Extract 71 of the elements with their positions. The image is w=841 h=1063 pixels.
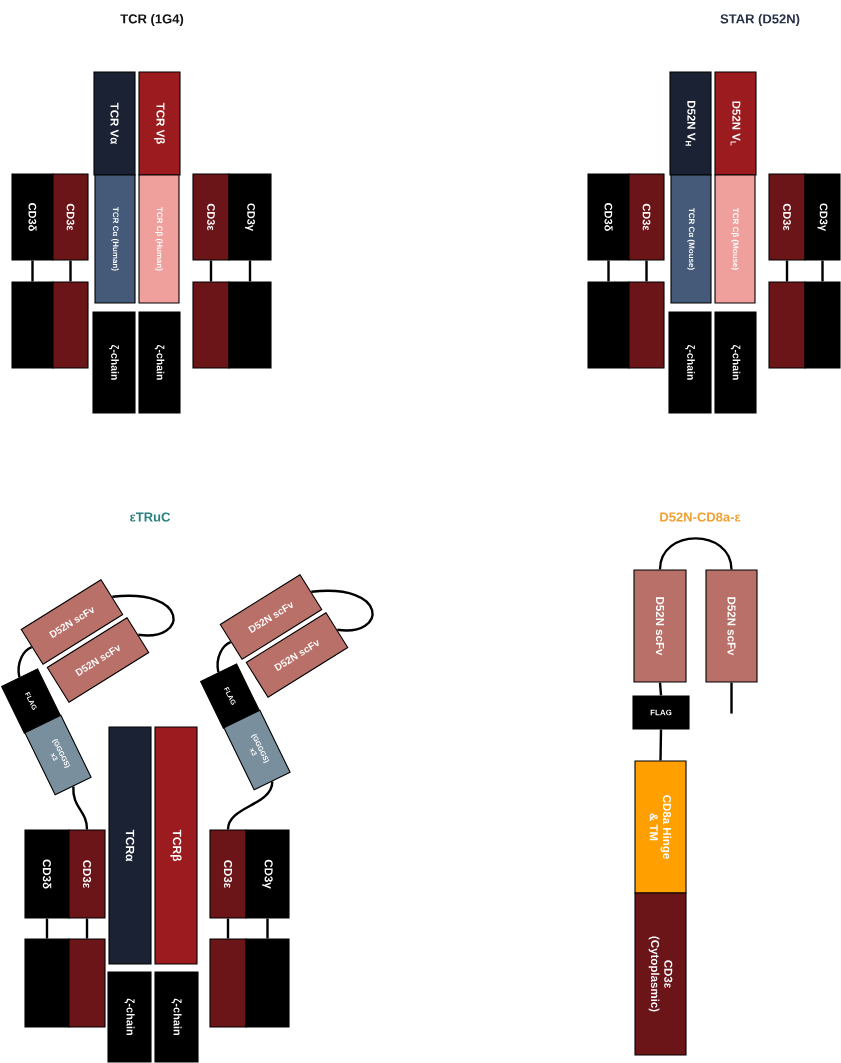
domain-box: D52N scFv (633, 569, 687, 683)
linker-line (226, 918, 230, 939)
linker-line (607, 260, 610, 282)
linker-line (248, 260, 252, 282)
domain-box: TCR Cβ (Human) (138, 174, 180, 304)
domain-box: CD3ε (628, 173, 665, 261)
linker-line (659, 729, 663, 761)
domain-box (192, 281, 230, 369)
linker-line (311, 589, 374, 632)
domain-box: CD3ε (68, 829, 106, 919)
linker-line (31, 260, 34, 282)
linker-line (645, 260, 648, 282)
domain-box: D52N scFv (705, 569, 758, 683)
domain-box: ζ-chain (714, 311, 757, 414)
linker-line (216, 641, 232, 673)
domain-box: CD3ε (Cytoplasmic) (634, 892, 687, 1056)
domain-box: CD3ε (209, 829, 247, 919)
linker-line (658, 537, 733, 570)
domain-box (804, 281, 841, 369)
domain-box: CD3γ (804, 173, 841, 261)
panel-title: STAR (D52N) (720, 13, 800, 27)
domain-box: TCR Cα (Mouse) (670, 174, 712, 304)
domain-box (245, 938, 290, 1028)
domain-box: ζ-chain (154, 971, 199, 1063)
panel-title: εTRuC (130, 512, 171, 522)
linker-line (658, 682, 663, 696)
domain-box (11, 281, 54, 369)
domain-box (52, 281, 89, 369)
domain-box (768, 281, 806, 369)
panel-title: TCR (1G4) (120, 13, 184, 27)
domain-box: ζ-chain (107, 971, 152, 1063)
panel-title: D52N-CD8a-ε (660, 512, 741, 522)
domain-box (228, 281, 272, 369)
linker-line (72, 786, 89, 830)
domain-box: CD3ε (768, 173, 806, 261)
linker-line (209, 260, 213, 282)
linker-line (821, 260, 824, 282)
linker-line (45, 918, 49, 939)
domain-box: ζ-chain (92, 311, 136, 414)
linker-line (69, 260, 72, 282)
domain-box: CD3ε (192, 173, 230, 261)
domain-box: CD3γ (228, 173, 272, 261)
domain-box: TCR Vβ (138, 71, 181, 176)
domain-box: CD3ε (52, 173, 89, 261)
domain-box: ζ-chain (138, 311, 181, 414)
domain-box (628, 281, 665, 369)
domain-box: TCR Cβ (Mouse) (714, 174, 756, 304)
domain-box: TCRα (108, 726, 152, 965)
domain-box (587, 281, 630, 369)
domain-box: TCRβ (154, 726, 198, 965)
domain-box: CD3γ (245, 829, 290, 919)
linker-line (730, 682, 733, 714)
domain-box (24, 938, 70, 1028)
linker-line (85, 918, 89, 939)
domain-box: CD3δ (11, 173, 54, 261)
domain-box (68, 938, 106, 1028)
domain-box: TCR Cα (Human) (94, 174, 136, 304)
linker-line (17, 646, 33, 678)
domain-box: CD8a Hinge & TM (634, 760, 687, 894)
linker-line (226, 781, 274, 830)
linker-line (785, 260, 789, 282)
domain-box (209, 938, 247, 1028)
domain-box: CD3δ (587, 173, 630, 261)
domain-box: CD3δ (24, 829, 70, 919)
domain-box: ζ-chain (668, 311, 712, 414)
linker-line (266, 918, 269, 939)
domain-box: D52N V$_{L}$ (714, 71, 757, 176)
domain-box: TCR Vα (93, 71, 136, 176)
linker-line (112, 594, 175, 637)
domain-box: D52N V$_{H}$ (669, 71, 712, 176)
tag-box: FLAG (632, 695, 690, 730)
